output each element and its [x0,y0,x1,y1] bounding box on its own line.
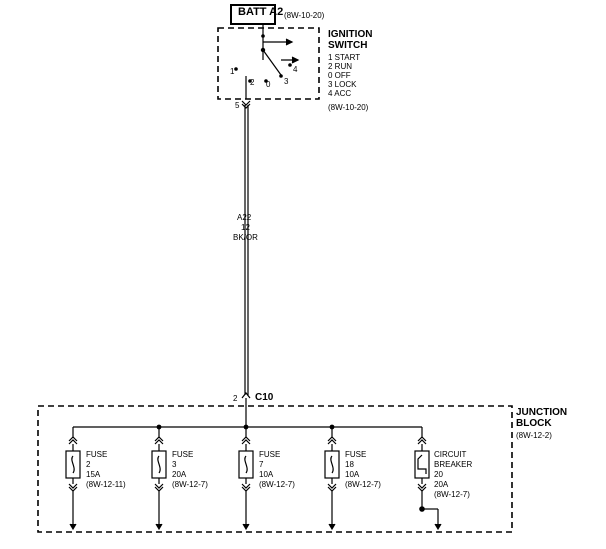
switch-contact-start [261,34,265,38]
battery-label: BATT A2 [238,6,284,18]
circuit-breaker-line2: BREAKER [434,460,473,469]
circuit-breaker-branch [414,427,442,531]
fuse-2-ref: (8W-12-11) [86,480,126,489]
switch-position-acc: 4 ACC [328,89,352,98]
switch-position-start: 1 START [328,53,361,62]
battery-box [230,4,276,25]
ignition-switch-title-2: SWITCH [328,40,368,51]
junction-block-ref: (8W-12-2) [516,431,552,440]
contact-label-1: 1 [230,67,235,76]
switch-arrowhead-upper [285,38,294,46]
switch-position-lock: 3 LOCK [328,80,357,89]
fuse-2-rating: 15A [86,470,101,479]
fuse-3-number: 3 [172,460,177,469]
circuit-breaker-number: 20 [434,470,443,479]
fuse-7-number: 7 [259,460,264,469]
circuit-breaker-ref: (8W-12-7) [434,490,470,499]
switch-contact-1 [234,67,238,71]
switch-position-off: 0 OFF [328,71,351,80]
fuse-18-number: 18 [345,460,354,469]
wire-circuit: A22 [237,213,252,222]
junction-block-title-2: BLOCK [516,418,552,429]
switch-contact-0 [264,79,268,83]
fuse-18-ref: (8W-12-7) [345,480,381,489]
ignition-switch-ref: (8W-10-20) [328,103,369,112]
terminal-5-connector-2 [241,103,251,109]
wire-color: BK/OR [233,233,258,242]
fuse-2-number: 2 [86,460,91,469]
ignition-switch-box [217,27,320,100]
circuit-breaker-line1: CIRCUIT [434,450,467,459]
switch-arrowhead-lower [291,56,300,64]
battery-ref: (8W-10-20) [284,11,325,20]
switch-contact-2 [248,79,252,83]
switch-pivot-arm [262,49,282,76]
switch-pivot [260,47,266,53]
fuse-2-branch [65,427,81,531]
connector-name: C10 [255,392,274,403]
switch-position-run: 2 RUN [328,62,353,71]
terminal-5-label: 5 [235,101,240,110]
fuse-7-branch [238,427,254,531]
contact-label-3: 3 [284,77,289,86]
junction-block-box [37,405,513,533]
fuse-7-label: FUSE [259,450,281,459]
contact-label-4: 4 [293,65,298,74]
fuse-7-ref: (8W-12-7) [259,480,295,489]
contact-label-2: 2 [250,78,255,87]
wire-gauge: 12 [241,223,250,232]
fuse-3-label: FUSE [172,450,194,459]
terminal-5-connector [241,100,251,106]
contact-label-0: 0 [266,80,271,89]
fuse-18-label: FUSE [345,450,367,459]
fuse-3-branch [151,427,167,531]
fuse-18-branch [324,427,340,531]
fuse-2-label: FUSE [86,450,108,459]
fuse-3-ref: (8W-12-7) [172,480,208,489]
junction-block-title-1: JUNCTION [516,407,568,418]
switch-contact-4 [288,63,292,67]
fuse-3-rating: 20A [172,470,187,479]
c10-connector [241,392,251,399]
circuit-breaker-rating: 20A [434,480,449,489]
connector-pin: 2 [233,394,238,403]
switch-contact-3 [279,74,283,78]
fuse-7-rating: 10A [259,470,274,479]
fuse-18-rating: 10A [345,470,360,479]
ignition-switch-title-1: IGNITION [328,29,373,40]
